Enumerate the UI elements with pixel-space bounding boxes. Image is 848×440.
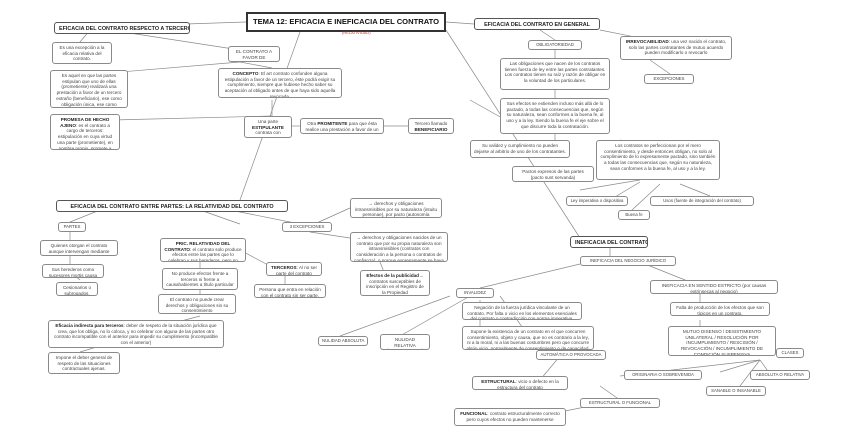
node-no-crear: El contrato no puede crear derechos y ob… <box>158 294 236 314</box>
concepto-label: CONCEPTO <box>232 71 259 76</box>
node-falta-produccion: Falta de producción de los efectos que s… <box>670 302 770 316</box>
node-eficacia-general: EFICACIA DEL CONTRATO EN GENERAL <box>474 18 600 30</box>
node-obligatoriedad: OBLIGATORIEDAD <box>528 40 582 50</box>
node-ineficacia-estricto: INEFICACIA EN SENTIDO ESTRICTO (por caus… <box>650 280 778 294</box>
node-beneficiario: Tercero llamado BENEFICIARIO <box>408 118 454 134</box>
irrevocabilidad-label: IRREVOCABILIDAD <box>625 39 669 44</box>
indirecta-label: Eficacia indirecta para terceros <box>55 323 124 328</box>
una-parte-text: Una parte <box>257 119 279 124</box>
node-originaria: ORIGINARIA O SOBREVENIDA <box>624 370 702 380</box>
publicidad-label: Efectos de la publicidad <box>366 273 419 278</box>
node-automatica: AUTOMÁTICA O PROVOCADA <box>536 350 606 360</box>
node-eficacia-indirecta: Eficacia indirecta para terceros: deber … <box>48 320 224 348</box>
princ-label: PRIC. RELATIVIDAD DEL CONTRATO <box>164 241 231 252</box>
node-irrevocabilidad: IRREVOCABILIDAD: una vez nacido el contr… <box>620 36 732 60</box>
node-terceros: TERCEROS: Al no ser parte del contrato <box>266 262 322 276</box>
contrata-con-text: contrata con <box>255 130 281 136</box>
funcional-label: FUNCIONAL <box>460 411 488 416</box>
node-invalidez: INVALIDEZ <box>456 288 494 298</box>
node-excepciones-general: EXCEPCIONES <box>644 74 694 84</box>
node-usos: Usos (fuente de integración del contrato… <box>650 196 754 206</box>
node-efectos-publicidad: Efectos de la publicidad→ contratos susc… <box>360 270 430 296</box>
node-derechos-nacidos: → derechos y obligaciones nacidos de un … <box>350 232 448 262</box>
princ-text: : el contrato solo produce efectos entre… <box>168 246 242 262</box>
node-nulidad-relativa: NULIDAD RELATIVA (ANULABILIDAD) <box>380 334 430 350</box>
beneficiario-label: BENEFICIARIO <box>414 126 448 132</box>
terceros-text: : Al no ser parte del contrato <box>276 265 317 276</box>
node-supuesto-partes: Es aquel en que las partes estipulan que… <box>50 70 128 108</box>
irrevocabilidad-text: : una vez nacido el contrato, solo las p… <box>628 39 727 56</box>
title-annotation: (RELATIVIDAD) <box>342 30 371 35</box>
node-impone-deber: Impone el deber general de respeto de la… <box>48 352 120 374</box>
node-promesa-hecho-ajeno: PROMESA DE HECHO AJENO: es el contrato a… <box>50 114 120 150</box>
funcional-text: : contrato estructuralmente correcto per… <box>466 411 560 422</box>
node-clases: CLASES <box>776 348 804 358</box>
node-pacto-expreso: Pactos expresos de las partes (pacto sun… <box>512 166 594 182</box>
node-ineficacia: INEFICACIA DEL CONTRATO <box>570 236 648 248</box>
node-excepcion-relativa: Es una excepción a la eficacia relativa … <box>52 42 112 64</box>
terceros-label: TERCEROS <box>271 265 297 270</box>
node-contrato-favor-terceros: EL CONTRATO A FAVOR DE TERCEROS <box>228 46 280 62</box>
node-prometiente: Otra PROMITENTE para que ésta realice un… <box>300 118 384 134</box>
node-estructural-funcional: ESTRUCTURAL O FUNCIONAL <box>580 398 660 408</box>
node-obligaciones-nacen: Las obligaciones que nacen de los contra… <box>500 58 610 90</box>
node-absoluta-relativa: ABSOLUTA O RELATIVA <box>750 370 810 380</box>
node-buena-fe: Buena fe <box>618 210 650 220</box>
node-mutuo-disenso: MUTUO DISENSO / DESISTIMIENTO UNILATERAL… <box>668 326 776 356</box>
node-ineficacia-negocio: INEFICACIA DEL NEGOCIO JURÍDICO <box>580 256 676 266</box>
node-supone-existencia: Supone la existencia de un contrato en e… <box>462 326 594 350</box>
promesa-label: PROMESA DE HECHO AJENO <box>60 117 110 128</box>
node-estructural: ESTRUCTURAL: vicio o defecto en la estru… <box>472 376 568 390</box>
node-eficacia-partes: EFICACIA DEL CONTRATO ENTRE PARTES: LA R… <box>56 200 288 212</box>
node-persona-relacion: Persona que entra en relación con el con… <box>254 284 326 298</box>
node-estipulante: Una parte ESTIPULANTE contrata con <box>244 116 292 138</box>
tercero-llamado-text: Tercero llamado <box>414 121 448 126</box>
prestacion-text: para que ésta realice una prestación a f… <box>305 121 379 132</box>
node-validez-cumplimiento: Su validez y cumplimiento no pueden deja… <box>470 140 570 158</box>
node-eficacia-terceros: EFICACIA DEL CONTRATO RESPECTO A TERCERO… <box>54 22 190 34</box>
concepto-text: : El art contrato confunden alguna estip… <box>224 71 336 98</box>
node-herederos: Sus herederos como sucesores mortis caus… <box>42 264 104 278</box>
node-tres-excepciones: 3 EXCEPCIONES <box>282 222 332 232</box>
publicidad-text: → contratos susceptibles de inscripción … <box>366 273 424 296</box>
node-principio-relatividad: PRIC. RELATIVIDAD DEL CONTRATO: el contr… <box>160 238 246 262</box>
node-partes: PARTES <box>58 222 86 232</box>
node-ley-imperativa: Ley imperativa o dispositiva <box>566 196 628 206</box>
node-perfeccionan: Los contratos se perfeccionan por el mer… <box>596 140 720 180</box>
estipulante-label: ESTIPULANTE <box>252 124 284 130</box>
node-funcional: FUNCIONAL: contrato estructuralmente cor… <box>454 408 566 426</box>
node-nulidad-absoluta: NULIDAD ABSOLUTA <box>318 336 368 346</box>
indirecta-text: : deber de respeto de la situación juríd… <box>54 323 218 346</box>
prometiente-label: PROMITENTE <box>317 121 348 126</box>
node-sanable: SANABLE O INSANABLE <box>706 386 766 396</box>
node-quienes-otorgan: Quienes otorgan el contrato aunque inter… <box>40 240 118 256</box>
page-title: TEMA 12: EFICACIA E INEFICACIA DEL CONTR… <box>246 12 446 32</box>
estructural-text: : vicio o defecto en la estructura del c… <box>497 379 559 390</box>
node-no-produce: No produce efectos frente a terceros ni … <box>162 268 238 290</box>
node-concepto: CONCEPTO: El art contrato confunden algu… <box>218 68 342 98</box>
node-efectos-extienden: Sus efectos se extienden incluso más all… <box>500 98 610 134</box>
estructural-label: ESTRUCTURAL <box>481 379 516 384</box>
promesa-text: : es el contrato a cargo de terceros: es… <box>57 122 113 150</box>
otra-text: Otra <box>307 121 318 126</box>
node-derechos-intransmisibles: → derechos y obligaciones intransmisible… <box>350 198 442 218</box>
node-cesionarios: Cesionarios o subrogados. <box>56 282 98 296</box>
node-negacion-fuerza: Negación de la fuerza jurídica vinculant… <box>462 302 582 320</box>
